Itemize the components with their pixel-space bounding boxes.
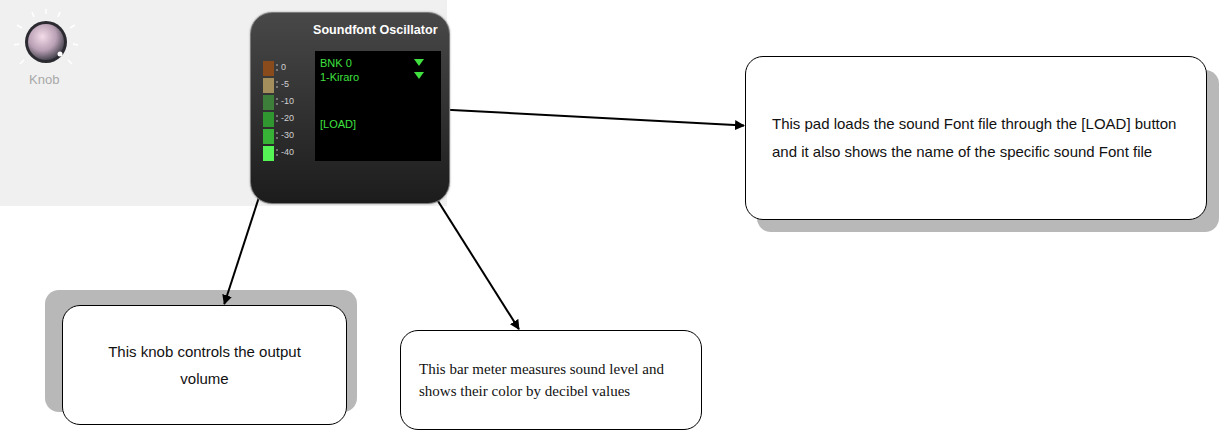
callout-box: This pad loads the sound Font file throu… bbox=[745, 56, 1207, 220]
knob-ticks bbox=[14, 9, 78, 64]
db-scale-label: -5 bbox=[281, 76, 311, 93]
pointer-arrow bbox=[442, 109, 744, 125]
callout-text: This knob controls the output volume bbox=[85, 338, 324, 392]
knob-label: Knob bbox=[29, 72, 59, 87]
db-scale-label: -20 bbox=[281, 110, 311, 127]
load-button: [LOAD] bbox=[320, 118, 441, 131]
panel-title: Soundfont Oscillator bbox=[313, 23, 449, 37]
db-scale-label: -30 bbox=[281, 127, 311, 144]
level-meter: 0-5-10-20-30-40 bbox=[263, 59, 311, 163]
callout-box: This bar meter measures sound level and … bbox=[400, 330, 702, 430]
callout-text: This bar meter measures sound level and … bbox=[419, 358, 683, 403]
callout-box: This knob controls the output volume bbox=[62, 305, 347, 425]
display-pad: BNK 01-Kiraro [LOAD] bbox=[315, 51, 441, 161]
db-scale-label: -10 bbox=[281, 93, 311, 110]
oscillator-panel: Soundfont Oscillator0-5-10-20-30-40BNK 0… bbox=[250, 12, 450, 204]
db-scale-label: 0 bbox=[281, 59, 311, 76]
display-text: 1-Kiraro bbox=[320, 71, 441, 84]
dropdown-arrows bbox=[411, 57, 431, 87]
callout-text: This pad loads the sound Font file throu… bbox=[772, 110, 1180, 167]
knob-illustration bbox=[6, 4, 86, 76]
db-scale-label: -40 bbox=[281, 144, 311, 161]
meter-bar bbox=[263, 59, 279, 163]
display-text: BNK 0 bbox=[320, 57, 441, 70]
